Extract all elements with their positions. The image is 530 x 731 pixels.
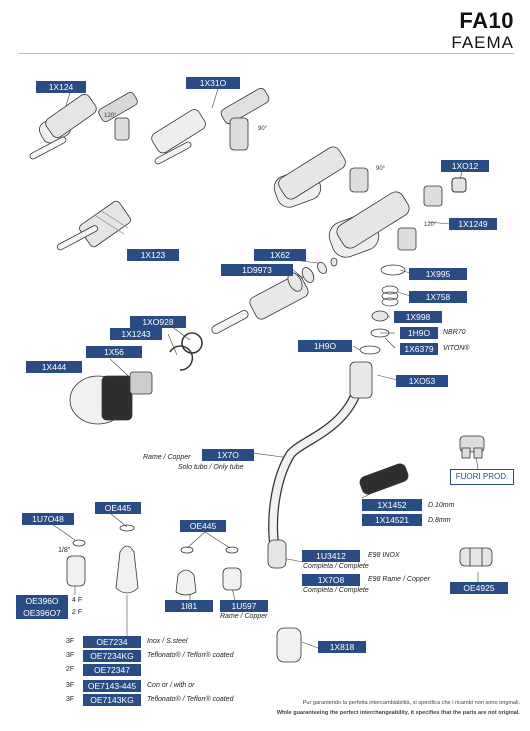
note-e98-inox: E98 INOX (368, 552, 400, 559)
angle-note: 90° (376, 166, 386, 172)
group-clip-oe4925 (459, 547, 493, 567)
group-rings-right (359, 264, 406, 355)
group-1x123 (56, 200, 131, 251)
label-1x758: 1X758 (409, 291, 467, 303)
note-d8: D.8mm (428, 517, 451, 524)
label-1d9973: 1D9973 (221, 264, 293, 276)
label-1x818: 1X818 (318, 641, 366, 653)
note-completa: Completa / Complete (303, 563, 369, 570)
group-nozzles (66, 524, 302, 663)
label-1x0928: 1XO928 (130, 316, 186, 328)
label-1x012: 1XO12 (441, 160, 489, 172)
angle-note: 120° (424, 222, 437, 228)
label-oe39607: OE396O7 (16, 607, 68, 619)
note-rame-copper: Rame / Copper (220, 613, 268, 620)
footer-disclaimer-en: While guaranteeing the perfect interchan… (276, 710, 520, 716)
label-oe7234kg: OE7234KG (83, 650, 141, 662)
group-1x1249 (328, 185, 443, 258)
group-head-1x310 (151, 88, 270, 165)
label-1x1452: 1X1452 (362, 499, 422, 511)
label-1u3412: 1U3412 (302, 550, 360, 562)
note-solo-tubo: Solo tubo / Only tube (178, 464, 244, 471)
label-oe4925: OE4925 (450, 582, 508, 594)
angle-note: 90° (258, 126, 268, 132)
label-1x14521: 1X14521 (362, 514, 422, 526)
label-oe72347: OE72347 (83, 664, 141, 676)
label-1x998: 1X998 (394, 311, 442, 323)
qty-prefix: 3F (66, 682, 75, 689)
label-1x708: 1X7O8 (302, 574, 360, 586)
part-1x012 (451, 177, 467, 193)
note-2f: 2 F (72, 609, 83, 616)
label-1x6379: 1X6379 (400, 343, 438, 355)
label-1x995: 1X995 (409, 268, 467, 280)
label-oe7234: OE7234 (83, 636, 141, 648)
label-oe3960: OE396O (16, 595, 68, 607)
label-1x124: 1X124 (36, 81, 86, 93)
group-knob (69, 371, 153, 425)
header-divider (18, 53, 514, 54)
brand-name: FAEMA (451, 33, 514, 52)
note-viton: VITON® (443, 345, 470, 352)
label-1x62: 1X62 (254, 249, 306, 261)
note-con-or: Con or / with or (147, 682, 195, 689)
leader-lines (51, 88, 479, 649)
note-completa: Completa / Complete (303, 587, 369, 594)
group-flange-body (273, 146, 369, 208)
label-oe7143kg: OE7143KG (83, 694, 141, 706)
part-1x1452 (359, 463, 409, 495)
label-1h90: 1H9O (298, 340, 352, 352)
label-1x053: 1XO53 (396, 375, 448, 387)
note-4f: 4 F (72, 597, 83, 604)
qty-prefix: 3F (66, 696, 75, 703)
label-1x310: 1X31O (186, 77, 240, 89)
label-1x1243: 1X1243 (110, 328, 162, 340)
label-1x444: 1X444 (26, 361, 82, 373)
group-clip-fuori (459, 435, 485, 459)
label-1x1249: 1X1249 (449, 218, 497, 230)
group-valve-stem (211, 257, 338, 334)
note-inox: Inox / S.steel (147, 638, 188, 645)
label-1x123: 1X123 (127, 249, 179, 261)
footer-disclaimer-it: Pur garantendo la perfetta intercambiabi… (302, 700, 520, 706)
label-1u597: 1U597 (220, 600, 268, 612)
note-d10: D.10mm (428, 502, 455, 509)
note-e98-rame: E98 Rame / Copper (368, 576, 430, 583)
label-fuori-prod: FUORI PROD. (450, 469, 514, 485)
label-1x70: 1X7O (202, 449, 254, 461)
label-1x56: 1X56 (86, 346, 142, 358)
qty-prefix: 3F (66, 652, 75, 659)
angle-note: 120° (104, 113, 117, 119)
qty-prefix: 2F (66, 666, 75, 673)
qty-prefix: 3F (66, 638, 75, 645)
label-oe7143-445: OE7143-445 (83, 680, 141, 692)
catalog-code: FA10 (459, 8, 514, 33)
part-washer (181, 332, 203, 354)
group-steam-tube (267, 361, 373, 569)
note-rame: Rame / Copper (143, 454, 191, 461)
label-1i81: 1I81 (165, 600, 213, 612)
group-head-1x124 (29, 92, 138, 160)
part-circlip (169, 345, 194, 371)
note-nbr70: NBR70 (443, 329, 466, 336)
label-1h90-nbr: 1H9O (400, 327, 438, 339)
note-teflon: Teflonato® / Teflon® coated (147, 652, 234, 659)
note-inch: 1/8" (58, 547, 71, 554)
label-oe445-b: OE445 (180, 520, 226, 532)
note-teflon: Teflonato® / Teflon® coated (147, 696, 234, 703)
label-oe445-a: OE445 (95, 502, 141, 514)
label-1u7048: 1U7O48 (22, 513, 74, 525)
